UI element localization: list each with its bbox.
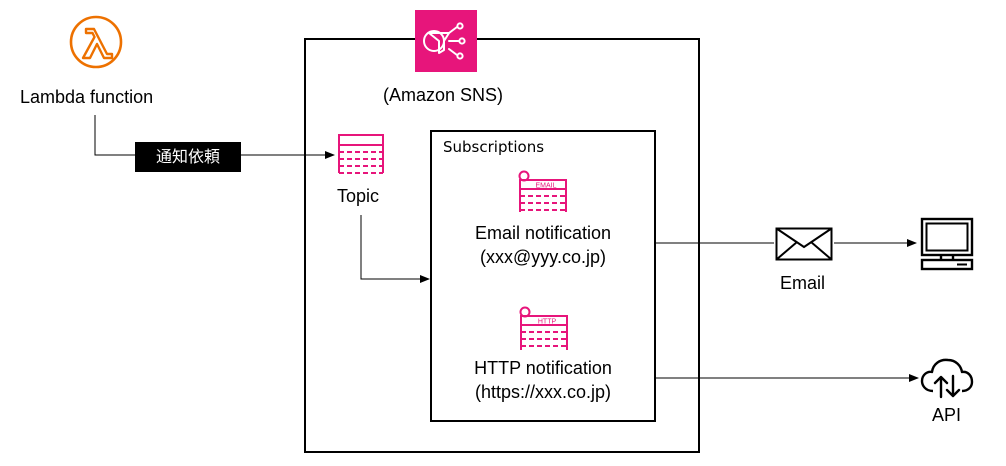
email-badge-text: EMAIL: [535, 183, 556, 190]
sns-service-label: (Amazon SNS): [383, 85, 504, 105]
http-badge-text: HTTP: [538, 319, 557, 326]
cloud-api-icon: [920, 357, 974, 399]
lambda-label: Lambda function: [20, 87, 154, 107]
topic-to-subscriptions-connector: [360, 215, 430, 283]
lambda-to-topic-connector: [94, 115, 335, 159]
email-subscription-title: Email notification: [474, 223, 612, 243]
sns-container: [304, 38, 700, 453]
email-subscription-icon: EMAIL: [515, 170, 571, 214]
topic-icon: [337, 133, 385, 175]
subscriptions-title: Subscriptions: [443, 138, 545, 156]
mail-envelope-icon: [775, 227, 833, 261]
http-subscription-title: HTTP notification: [474, 358, 612, 378]
topic-label: Topic: [337, 186, 380, 206]
email-label: Email: [780, 273, 826, 293]
sns-icon: [415, 10, 477, 72]
request-label: 通知依頼: [135, 142, 241, 172]
subscriptions-container: [430, 130, 656, 422]
http-subscription-url: (https://xxx.co.jp): [474, 382, 612, 402]
lambda-icon: [68, 14, 124, 70]
email-subscription-address: (xxx@yyy.co.jp): [480, 247, 606, 267]
computer-icon: [919, 217, 975, 271]
http-subscription-icon: HTTP: [517, 306, 571, 352]
api-label: API: [932, 405, 962, 425]
